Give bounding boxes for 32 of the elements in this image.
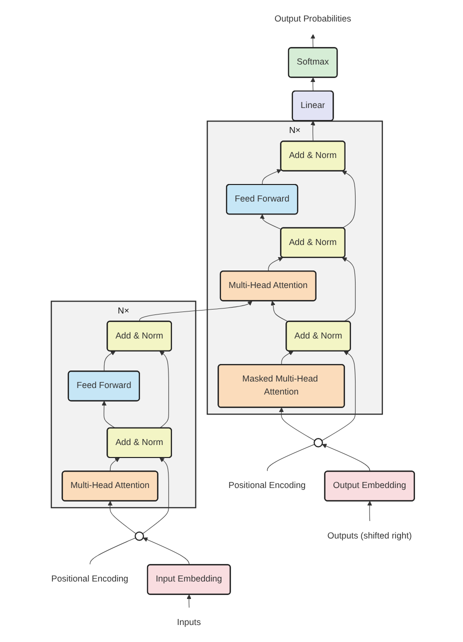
- arrow: [102, 400, 116, 428]
- arrow: [104, 350, 116, 372]
- arrow: [139, 300, 252, 322]
- arrow: [278, 407, 316, 441]
- node-circle: [134, 532, 144, 541]
- node-text: Outputs (shifted right): [327, 531, 412, 541]
- arrow: [310, 77, 316, 92]
- arrow: [322, 444, 370, 472]
- arrow: [310, 120, 316, 142]
- arrow: [260, 214, 282, 230]
- node-text: Positional Encoding: [228, 481, 306, 490]
- node-text: Positional Encoding: [51, 574, 128, 584]
- connector: [90, 538, 136, 566]
- arrow: [268, 257, 284, 272]
- node-text: Output Probabilities: [274, 14, 352, 24]
- node-circle: [314, 438, 323, 448]
- arrow: [186, 594, 192, 609]
- arrow: [108, 500, 136, 534]
- arrow: [270, 300, 289, 322]
- arrow: [342, 257, 356, 322]
- node-text: Inputs: [176, 618, 201, 628]
- arrow: [310, 34, 316, 48]
- arrow: [322, 350, 356, 441]
- arrow: [262, 169, 282, 186]
- arrow: [281, 350, 294, 366]
- arrow: [342, 170, 356, 228]
- arrow: [367, 500, 372, 522]
- arrow: [159, 350, 169, 428]
- arrow: [110, 458, 120, 472]
- arrow: [142, 458, 169, 534]
- arrow: [142, 537, 190, 566]
- connector: [267, 444, 315, 472]
